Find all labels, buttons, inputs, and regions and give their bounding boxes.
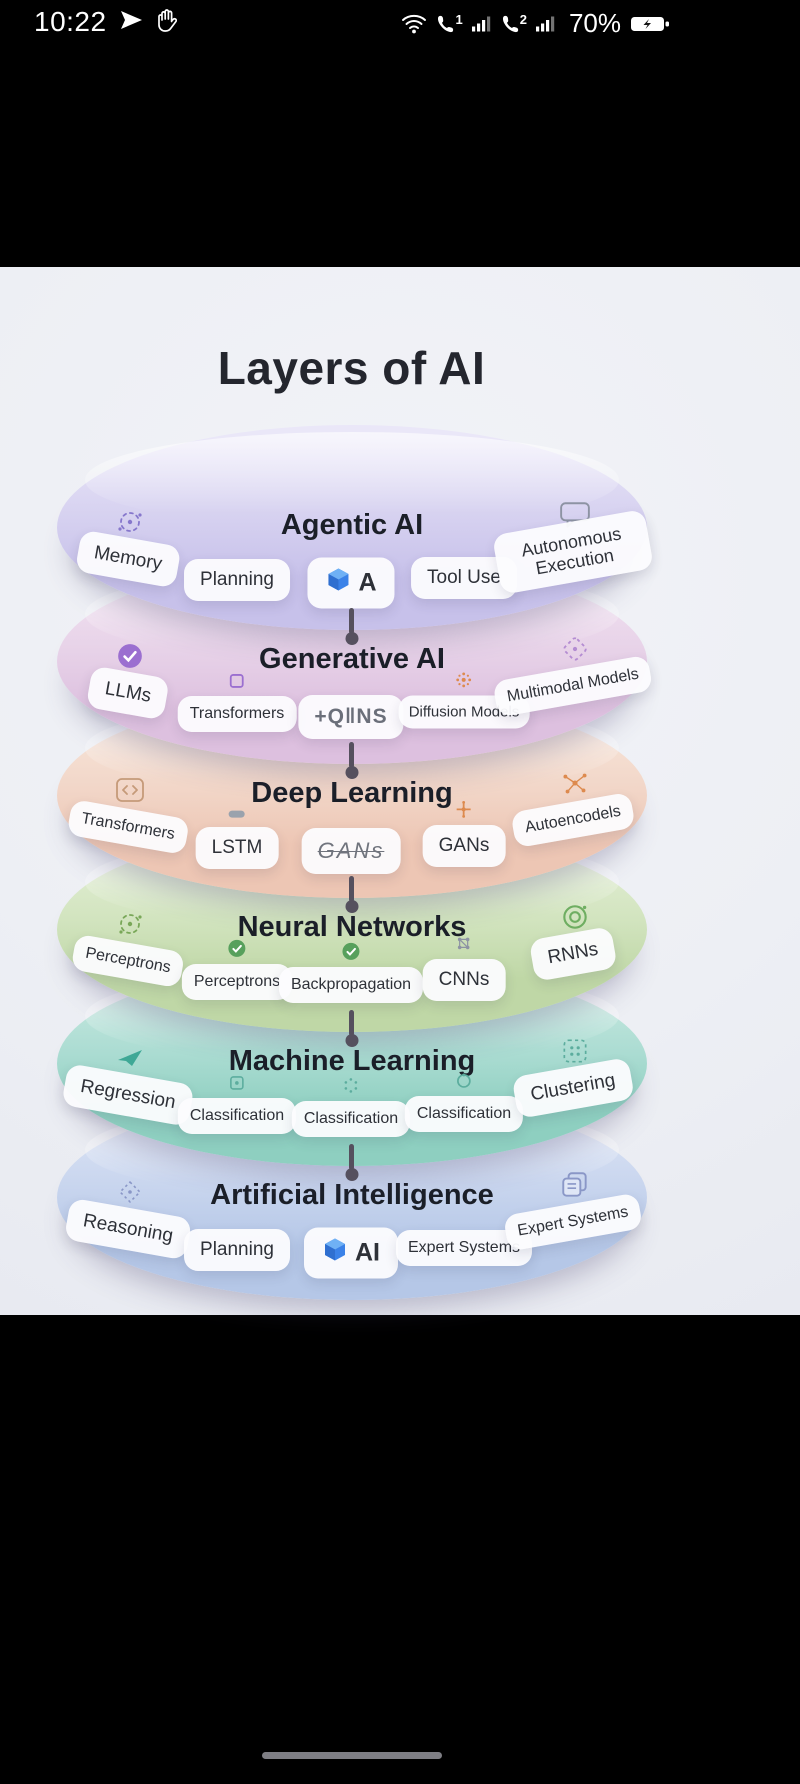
pill-icon: [227, 808, 247, 820]
chip-label: Autonomous Execution: [519, 523, 623, 579]
chip-label: Transformers: [189, 705, 285, 722]
wifi-icon: [401, 13, 427, 35]
battery-percent: 70%: [568, 8, 621, 38]
layer-title: Generative AI: [259, 643, 445, 675]
chip-label: Planning: [200, 569, 274, 590]
battery-icon: [630, 13, 670, 35]
chip-label: Planning: [200, 1239, 274, 1260]
chip-label: Classification: [416, 1105, 512, 1122]
check-circle-purple-icon: [116, 642, 144, 670]
layer-title: Artificial Intelligence: [210, 1179, 494, 1211]
layer-title: Deep Learning: [251, 777, 453, 809]
network-dots-icon: [559, 767, 591, 799]
square-outline-icon: [228, 672, 246, 690]
chip-label: Reasoning: [81, 1210, 175, 1247]
call-sim2-icon: 2: [501, 12, 527, 33]
connector-dot: [349, 608, 354, 634]
signal-bars-sim2-icon: [535, 14, 556, 33]
chip-label: Autoencodels: [523, 802, 623, 837]
chip-cnns: CNNs: [422, 937, 506, 1001]
clock: 10:22: [34, 6, 107, 37]
status-bar: 10:22 1 2: [0, 0, 800, 46]
node-grid-icon: [454, 933, 474, 953]
chip-classification: Classification: [177, 1076, 297, 1134]
chip-backpropagation: Backpropagation: [278, 942, 424, 1003]
aperture-ring-icon: [559, 901, 591, 933]
dotted-diamond-icon: [115, 1177, 145, 1207]
chip-gans-sketch: GANs: [301, 828, 401, 874]
send-notification-icon: [119, 8, 143, 37]
check-circle-green-icon: [227, 938, 247, 958]
chip-glitch-text: +Q‖NS: [298, 695, 404, 739]
chip-label: Classification: [303, 1110, 399, 1127]
code-card-icon: [115, 777, 145, 804]
connector-dot: [349, 1144, 354, 1170]
sim2-label: 2: [519, 12, 527, 27]
chip-lstm: LSTM: [195, 810, 279, 869]
plus-node-icon: [454, 799, 474, 819]
dotted-burst-icon: [454, 670, 474, 690]
home-indicator[interactable]: [262, 1752, 442, 1759]
check-circle-green-icon: [341, 941, 361, 961]
poster-content: Layers of AI Agentic AI Memory Planning …: [0, 267, 703, 1315]
chip-label: LLMs: [103, 678, 153, 707]
layer-title: Neural Networks: [237, 911, 467, 943]
chip-label: LSTM: [211, 837, 263, 858]
connector-dot: [349, 1010, 354, 1036]
chip-classification: Classification: [291, 1078, 411, 1137]
status-left-cluster: 10:22: [34, 6, 177, 38]
chip-label: +Q‖NS: [314, 705, 388, 728]
chip-label: A: [358, 568, 377, 597]
connector-dot: [349, 742, 354, 768]
chip-planning: Planning: [184, 1229, 290, 1271]
stacked-squares-icon: [559, 1169, 591, 1201]
square-dot-icon: [228, 1074, 246, 1092]
chip-label: Perceptrons: [193, 973, 281, 990]
circle-outline-icon: [455, 1072, 473, 1090]
chip-gans: GANs: [422, 801, 506, 867]
chip-transformers: Transformers: [177, 674, 297, 732]
signal-bars-sim1-icon: [471, 14, 492, 33]
chip-label: Tool Use: [427, 567, 501, 588]
ai-layers-poster[interactable]: Layers of AI Agentic AI Memory Planning …: [0, 267, 800, 1315]
dotted-sparkle-icon: [341, 1075, 361, 1095]
chip-label: Clustering: [528, 1069, 617, 1106]
dotted-grid-icon: [559, 1035, 591, 1067]
chip-agent-logo: A: [307, 557, 395, 609]
chip-label: RNNs: [546, 938, 600, 969]
layer-title: Machine Learning: [228, 1045, 476, 1077]
cube-logo-icon: [322, 1237, 348, 1270]
status-right-cluster: 1 2 70%: [401, 8, 670, 39]
send-parallelogram-icon: [115, 1046, 145, 1070]
chip-label: Classification: [189, 1107, 285, 1124]
layer-title: Agentic AI: [280, 509, 424, 541]
chip-ai-logo: AI: [304, 1227, 398, 1279]
hand-gesture-icon: [155, 8, 177, 37]
dotted-cube-icon: [559, 633, 591, 665]
chip-label: Expert Systems: [407, 1239, 521, 1256]
poster-title: Layers of AI: [217, 342, 486, 394]
cube-logo-icon: [325, 567, 351, 600]
chip-label: Memory: [92, 542, 164, 575]
chip-label: Diffusion Models: [408, 703, 520, 721]
chip-label: Regression: [78, 1075, 178, 1114]
layer-agentic-ai: Agentic AI Memory Planning A Tool Use Au…: [57, 425, 655, 630]
chip-label: CNNs: [438, 969, 490, 990]
sim1-label: 1: [455, 12, 463, 27]
dotted-gear-icon: [115, 909, 145, 939]
chip-label: Backpropagation: [290, 976, 412, 993]
call-sim1-icon: 1: [436, 12, 463, 33]
sparkle-swirl-icon: [115, 507, 145, 537]
connector-dot: [349, 876, 354, 902]
chip-label: AI: [355, 1238, 380, 1267]
chip-label: GANs: [317, 838, 385, 863]
chip-planning: Planning: [184, 559, 290, 601]
chip-label: Perceptrons: [84, 944, 173, 977]
chip-label: GANs: [438, 835, 490, 856]
chip-perceptrons: Perceptrons: [181, 939, 293, 1000]
chip-label: Transformers: [80, 809, 177, 844]
chip-classification: Classification: [404, 1073, 524, 1132]
